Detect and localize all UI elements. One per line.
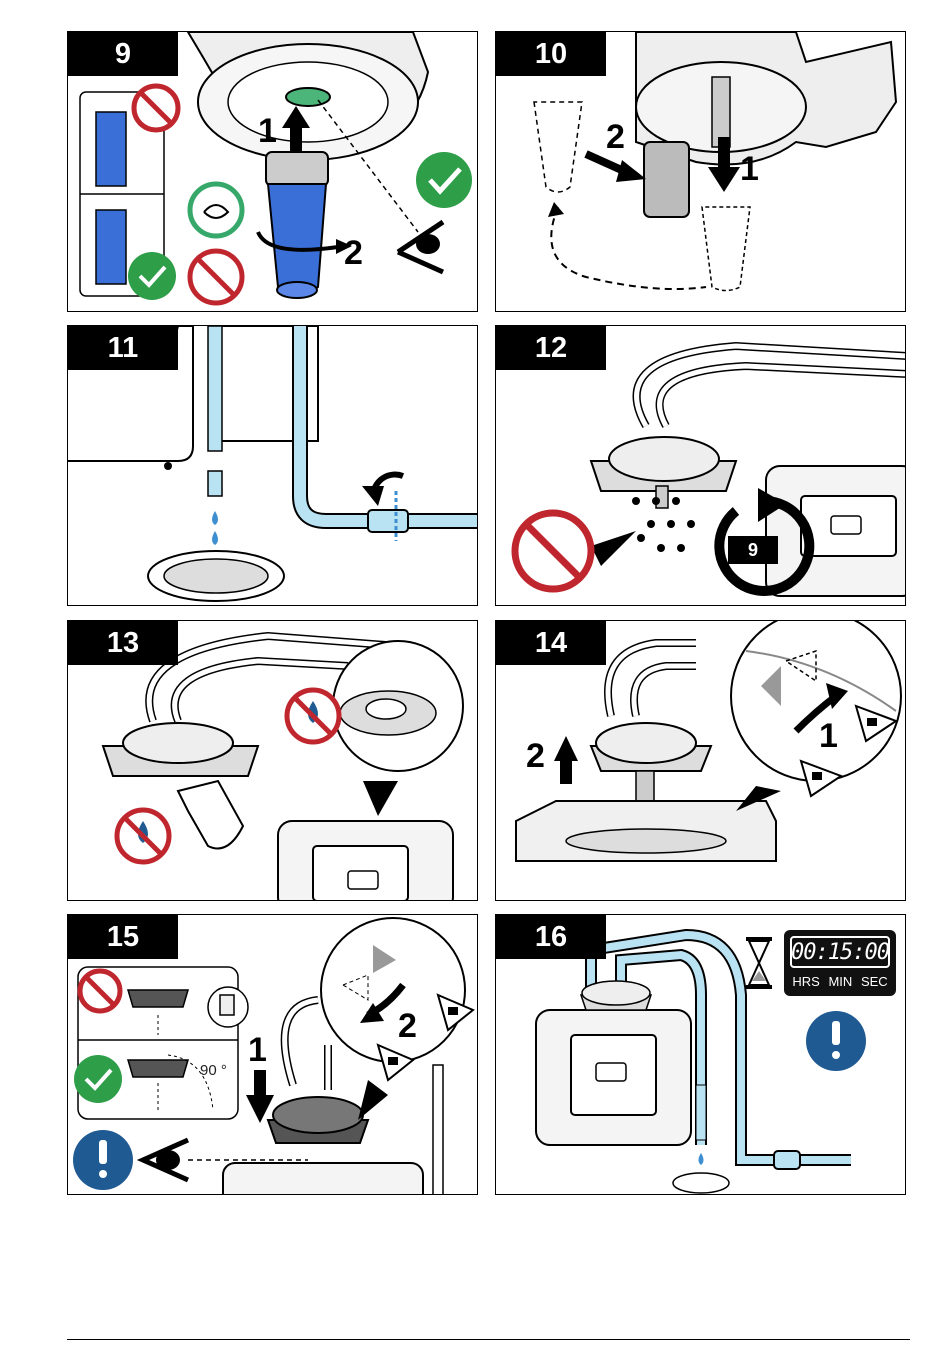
eye-icon — [143, 1140, 188, 1180]
footer-rule — [67, 1339, 910, 1340]
repeat-step-badge: 9 — [728, 536, 778, 564]
exclamation-icon — [73, 1130, 133, 1190]
prohibit-icon — [134, 86, 178, 130]
hand-icon — [190, 184, 242, 236]
step-panel-10: 10 2 1 — [495, 31, 906, 312]
step-panel-14: 14 2 1 — [495, 620, 906, 901]
angle-label: 90 ° — [200, 1062, 227, 1079]
check-icon — [416, 152, 472, 208]
water-drop-icon — [117, 810, 169, 862]
step-panel-13: 13 — [67, 620, 478, 901]
green-seal-ring — [286, 88, 330, 106]
step-number: 12 — [496, 326, 606, 370]
timer-display: 00:15:00 HRS MIN SEC — [784, 930, 896, 996]
callout-1: 1 — [248, 1033, 267, 1067]
filter-cup — [268, 184, 326, 295]
callout-1: 1 — [740, 152, 759, 186]
callout-2: 2 — [606, 120, 625, 154]
step-panel-11: 11 — [67, 325, 478, 606]
step-number: 15 — [68, 915, 178, 959]
callout-1: 1 — [258, 114, 277, 148]
timer-unit-hrs: HRS — [792, 974, 819, 989]
eye-icon — [398, 222, 443, 272]
callout-2: 2 — [526, 739, 545, 773]
step-number: 14 — [496, 621, 606, 665]
no-glove-icon — [190, 251, 242, 303]
step-number: 16 — [496, 915, 606, 959]
prohibit-icon — [80, 971, 120, 1011]
timer-unit-sec: SEC — [861, 974, 888, 989]
callout-2: 2 — [398, 1009, 417, 1043]
step-panel-9: 9 1 2 — [67, 31, 478, 312]
check-icon — [128, 252, 176, 300]
timer-units: HRS MIN SEC — [788, 974, 892, 989]
check-icon — [74, 1055, 122, 1103]
timer-unit-min: MIN — [828, 974, 852, 989]
step-panel-16: 16 00:15:00 HRS MIN SEC — [495, 914, 906, 1195]
water-drop-icon — [287, 690, 339, 742]
step-number: 11 — [68, 326, 178, 370]
step-panel-12: 12 9 — [495, 325, 906, 606]
timer-digits: 00:15:00 — [790, 936, 890, 968]
callout-1: 1 — [819, 719, 838, 753]
prohibit-icon — [515, 513, 591, 589]
step-number: 13 — [68, 621, 178, 665]
step-panel-15: 15 1 2 90 ° — [67, 914, 478, 1195]
step-number: 9 — [68, 32, 178, 76]
hourglass-icon — [746, 937, 772, 989]
exclamation-icon — [806, 1011, 866, 1071]
callout-2: 2 — [344, 236, 363, 270]
step-number: 10 — [496, 32, 606, 76]
